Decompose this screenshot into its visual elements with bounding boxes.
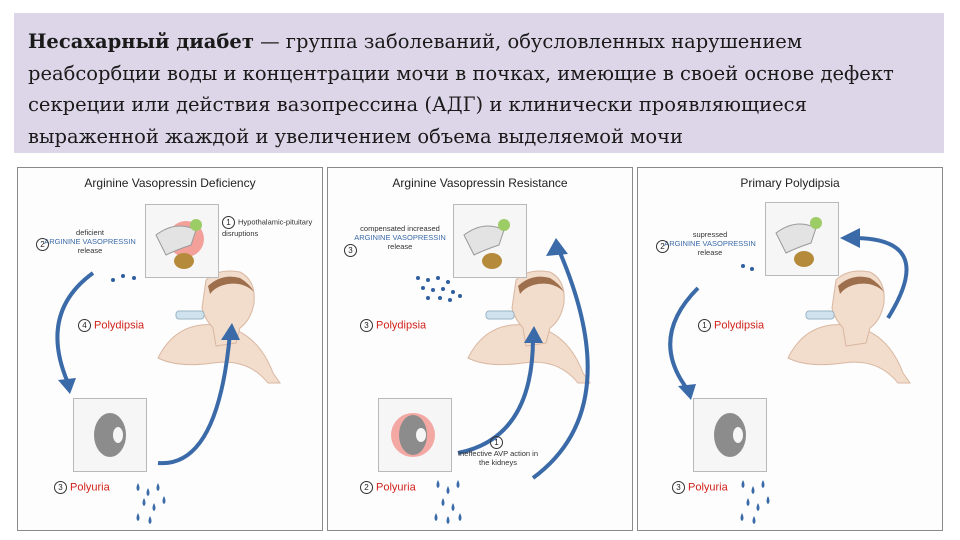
panel-primary-polydipsia: Primary Polydipsia 2 supressed ARGININE … xyxy=(637,167,943,531)
left-arrow xyxy=(55,271,95,384)
urine-drops xyxy=(434,480,462,524)
kidney-tile xyxy=(73,398,147,472)
panel-illustration xyxy=(668,228,911,524)
definition-text: — группа заболеваний, обусловленных нару… xyxy=(28,30,894,148)
panel-illustration xyxy=(416,238,591,524)
panel-title: Arginine Vasopressin Resistance xyxy=(392,176,568,190)
kidney-tile xyxy=(378,398,452,472)
avp-molecules xyxy=(741,264,754,271)
drinking-person-figure xyxy=(467,270,591,384)
pituitary-tile xyxy=(765,202,839,276)
urine-drops xyxy=(136,483,166,524)
avp-release-label: 3 compensated increased ARGININE VASOPRE… xyxy=(344,224,450,257)
kidney-tile xyxy=(693,398,767,472)
panel-title: Arginine Vasopressin Deficiency xyxy=(84,176,256,190)
glass-bottle xyxy=(175,310,205,320)
kidney-label: 1 Ineffective AVP action in the kidneys xyxy=(457,436,539,467)
definition-term: Несахарный диабет xyxy=(28,30,254,53)
panel-avp-resistance: Arginine Vasopressin Resistance 3 compen… xyxy=(327,167,633,531)
panel-illustration xyxy=(55,270,281,524)
avp-molecules xyxy=(416,276,462,302)
drinking-person-figure xyxy=(787,270,911,384)
urine-drops xyxy=(740,480,770,524)
pituitary-tile xyxy=(453,204,527,278)
definition-box: Несахарный диабет — группа заболеваний, … xyxy=(14,13,944,153)
panel-title: Primary Polydipsia xyxy=(740,176,840,190)
drinking-person-figure xyxy=(157,270,281,384)
avp-release-label: 2 deficient ARGININE VASOPRESSIN release xyxy=(36,228,140,255)
pituitary-tile xyxy=(145,204,219,278)
avp-release-label: 2 supressed ARGININE VASOPRESSIN release xyxy=(656,230,760,257)
avp-molecules xyxy=(111,274,136,282)
